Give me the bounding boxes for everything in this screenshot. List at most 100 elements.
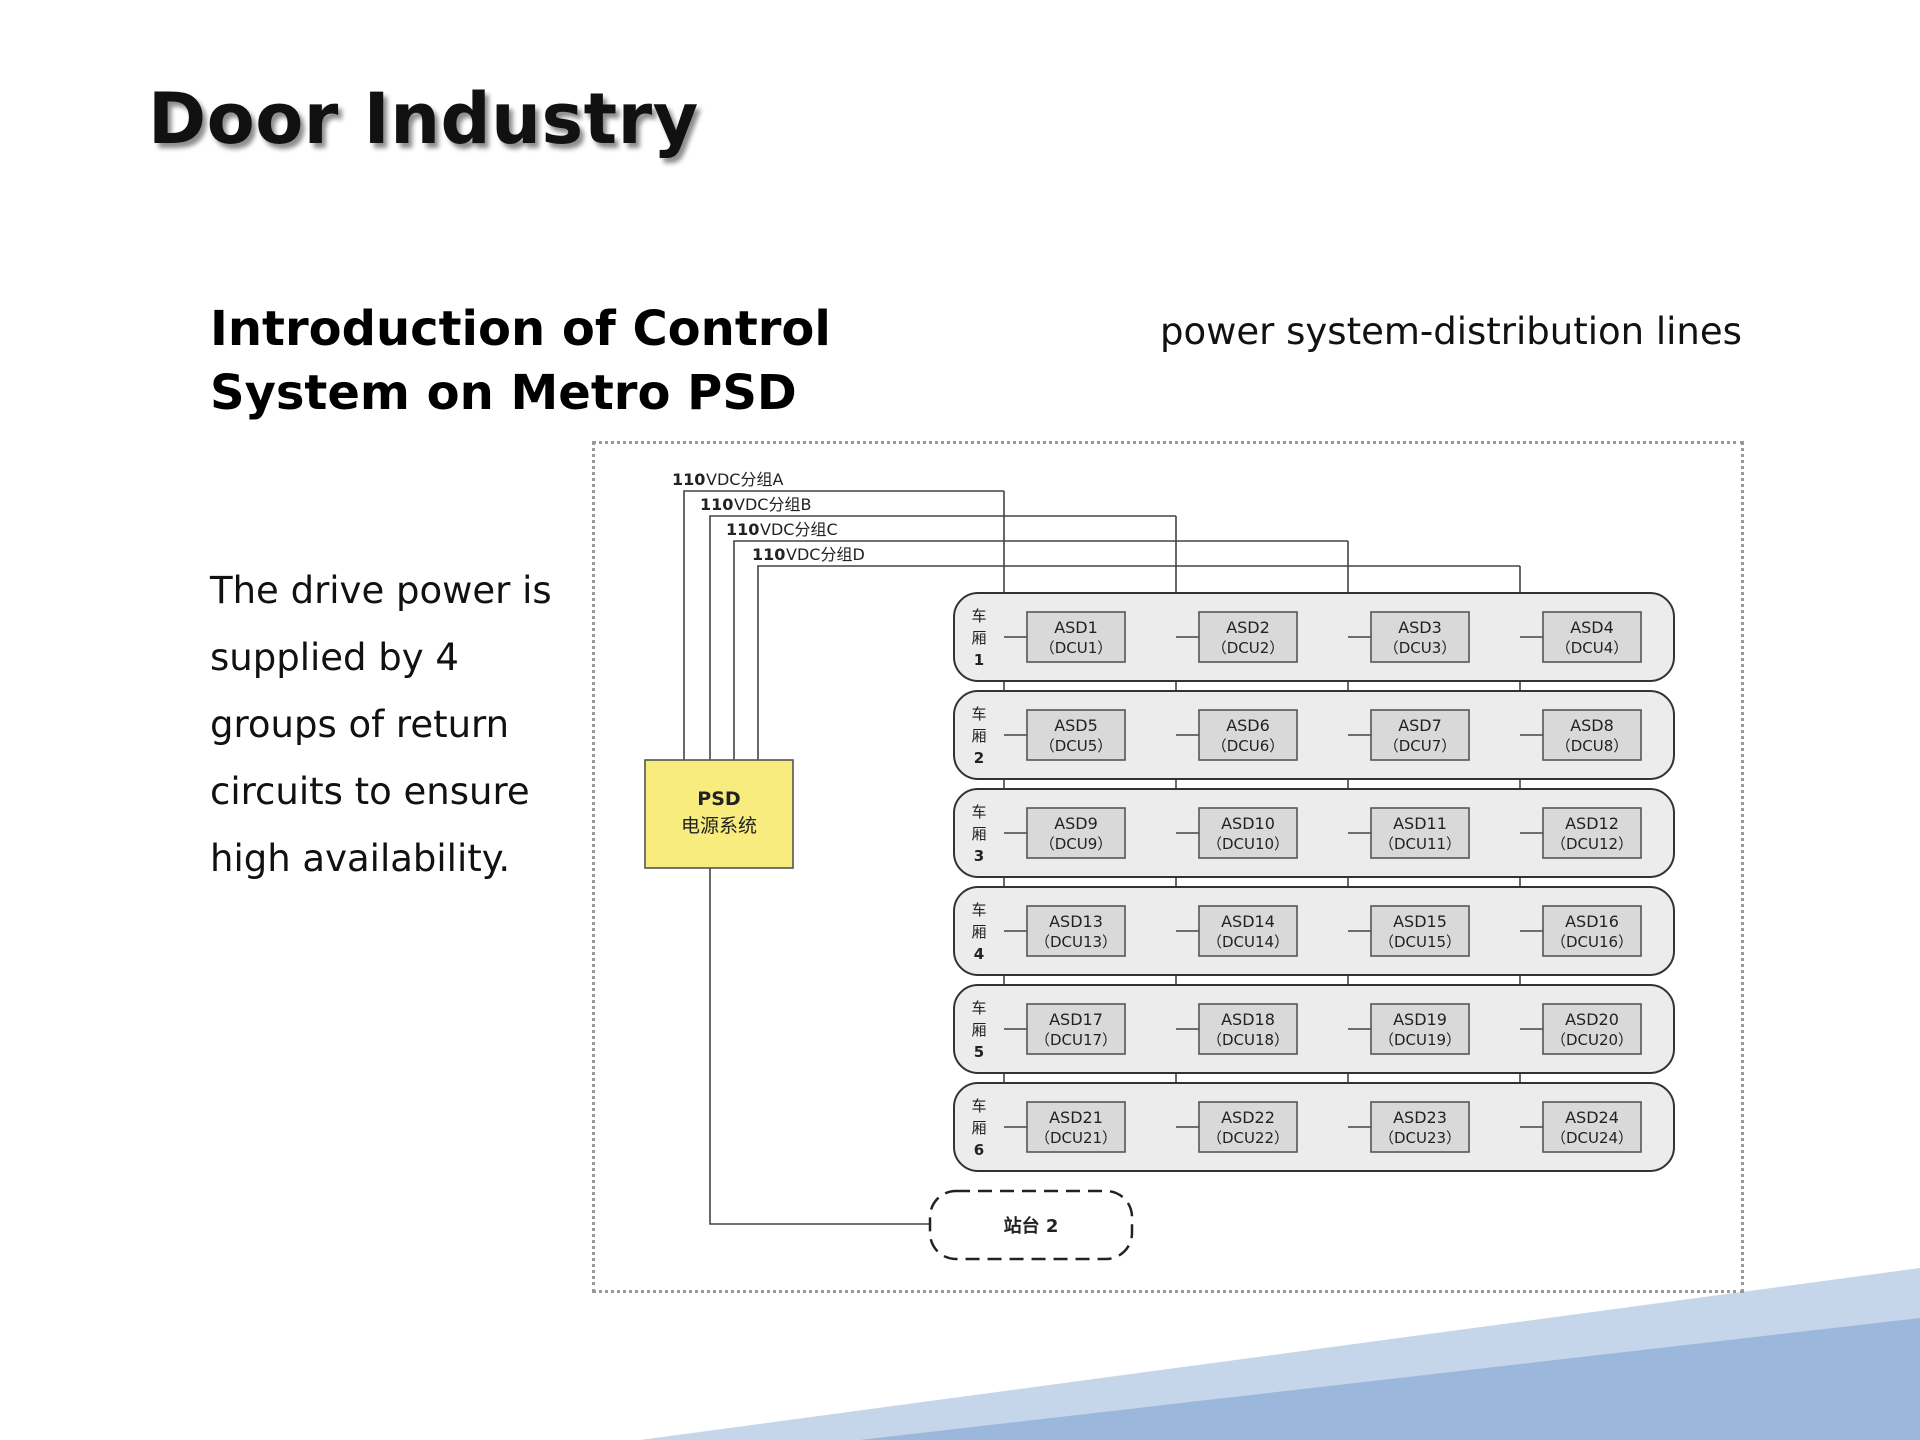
door-unit-dcu: （DCU24） <box>1551 1129 1633 1147</box>
door-unit-box <box>1542 1101 1642 1153</box>
door-unit-dcu: （DCU4） <box>1556 639 1629 657</box>
psd-power-box <box>644 759 794 869</box>
section-subtitle: Introduction of Control System on Metro … <box>210 301 831 421</box>
car-row <box>953 886 1675 976</box>
car-row <box>953 984 1675 1074</box>
feed-label: VDC分组C <box>760 520 838 539</box>
car-label-char: 厢 <box>971 825 986 843</box>
door-unit-dcu: （DCU12） <box>1551 835 1633 853</box>
car-label-char: 车 <box>971 705 986 723</box>
door-unit-asd: ASD20 <box>1565 1010 1619 1029</box>
door-unit-box <box>1026 807 1126 859</box>
door-unit-asd: ASD24 <box>1565 1108 1619 1127</box>
door-unit-box <box>1370 1101 1470 1153</box>
psd-box-label: PSD <box>697 788 740 810</box>
door-unit-dcu: （DCU7） <box>1384 737 1457 755</box>
door-unit-dcu: （DCU11） <box>1379 835 1461 853</box>
door-unit-box <box>1542 611 1642 663</box>
door-unit-box <box>1370 905 1470 957</box>
car-label-char: 厢 <box>971 1119 986 1137</box>
car-number: 6 <box>974 1141 984 1159</box>
car-label-char: 车 <box>971 1097 986 1115</box>
platform-box <box>928 1189 1134 1261</box>
feed-label-num: 110 <box>752 545 785 564</box>
door-unit-dcu: （DCU17） <box>1035 1031 1117 1049</box>
car-label-char: 厢 <box>971 727 986 745</box>
door-unit-asd: ASD21 <box>1049 1108 1103 1127</box>
feed-label: VDC分组A <box>706 470 783 489</box>
wedge-dark <box>860 1318 1920 1440</box>
door-unit-dcu: （DCU5） <box>1040 737 1113 755</box>
car-row <box>953 1082 1675 1172</box>
platform-label: 站台 2 <box>1004 1215 1059 1237</box>
door-unit-dcu: （DCU14） <box>1207 933 1289 951</box>
door-unit-dcu: （DCU3） <box>1384 639 1457 657</box>
feed-label: VDC分组B <box>734 495 811 514</box>
door-unit-dcu: （DCU8） <box>1556 737 1629 755</box>
door-unit-dcu: （DCU20） <box>1551 1031 1633 1049</box>
door-unit-asd: ASD3 <box>1398 618 1442 637</box>
door-unit-asd: ASD15 <box>1393 912 1447 931</box>
door-unit-asd: ASD10 <box>1221 814 1275 833</box>
car-number: 3 <box>974 847 984 865</box>
car-number: 2 <box>974 749 984 767</box>
door-unit-asd: ASD13 <box>1049 912 1103 931</box>
car-label-char: 车 <box>971 607 986 625</box>
door-unit-box <box>1370 807 1470 859</box>
car-row <box>953 592 1675 682</box>
door-unit-box <box>1542 807 1642 859</box>
car-number: 5 <box>974 1043 984 1061</box>
car-row <box>953 690 1675 780</box>
door-unit-asd: ASD23 <box>1393 1108 1447 1127</box>
feed-label-num: 110 <box>726 520 759 539</box>
door-unit-asd: ASD14 <box>1221 912 1275 931</box>
door-unit-box <box>1370 611 1470 663</box>
diagram-caption: power system-distribution lines <box>1160 310 1742 353</box>
feed-bus-line <box>709 515 1176 760</box>
psd-box-sublabel: 电源系统 <box>681 815 757 837</box>
door-unit-box <box>1198 807 1298 859</box>
car-label-char: 车 <box>971 901 986 919</box>
door-unit-dcu: （DCU10） <box>1207 835 1289 853</box>
door-unit-asd: ASD2 <box>1226 618 1270 637</box>
door-unit-box <box>1026 611 1126 663</box>
door-unit-box <box>1026 709 1126 761</box>
door-unit-dcu: （DCU19） <box>1379 1031 1461 1049</box>
car-label-char: 车 <box>971 999 986 1017</box>
door-unit-asd: ASD1 <box>1054 618 1098 637</box>
feed-label: VDC分组D <box>786 545 865 564</box>
door-unit-asd: ASD8 <box>1570 716 1614 735</box>
door-unit-box <box>1370 709 1470 761</box>
door-unit-asd: ASD16 <box>1565 912 1619 931</box>
door-unit-dcu: （DCU6） <box>1212 737 1285 755</box>
door-unit-asd: ASD19 <box>1393 1010 1447 1029</box>
door-unit-asd: ASD11 <box>1393 814 1447 833</box>
feed-bus-line <box>683 490 1004 760</box>
door-unit-dcu: （DCU16） <box>1551 933 1633 951</box>
door-unit-box <box>1026 1101 1126 1153</box>
door-unit-asd: ASD4 <box>1570 618 1614 637</box>
door-unit-dcu: （DCU22） <box>1207 1129 1289 1147</box>
door-unit-asd: ASD5 <box>1054 716 1098 735</box>
door-unit-asd: ASD7 <box>1398 716 1442 735</box>
door-unit-asd: ASD12 <box>1565 814 1619 833</box>
door-unit-dcu: （DCU21） <box>1035 1129 1117 1147</box>
door-unit-dcu: （DCU1） <box>1040 639 1113 657</box>
door-unit-dcu: （DCU18） <box>1207 1031 1289 1049</box>
car-row <box>953 788 1675 878</box>
door-unit-dcu: （DCU13） <box>1035 933 1117 951</box>
door-unit-asd: ASD22 <box>1221 1108 1275 1127</box>
door-unit-asd: ASD9 <box>1054 814 1098 833</box>
door-unit-box <box>1370 1003 1470 1055</box>
door-unit-asd: ASD6 <box>1226 716 1270 735</box>
platform-feed-line <box>709 868 930 1225</box>
door-unit-box <box>1542 709 1642 761</box>
door-unit-box <box>1542 905 1642 957</box>
car-label-char: 厢 <box>971 1021 986 1039</box>
door-unit-box <box>1198 611 1298 663</box>
door-unit-box <box>1026 1003 1126 1055</box>
car-number: 4 <box>974 945 984 963</box>
